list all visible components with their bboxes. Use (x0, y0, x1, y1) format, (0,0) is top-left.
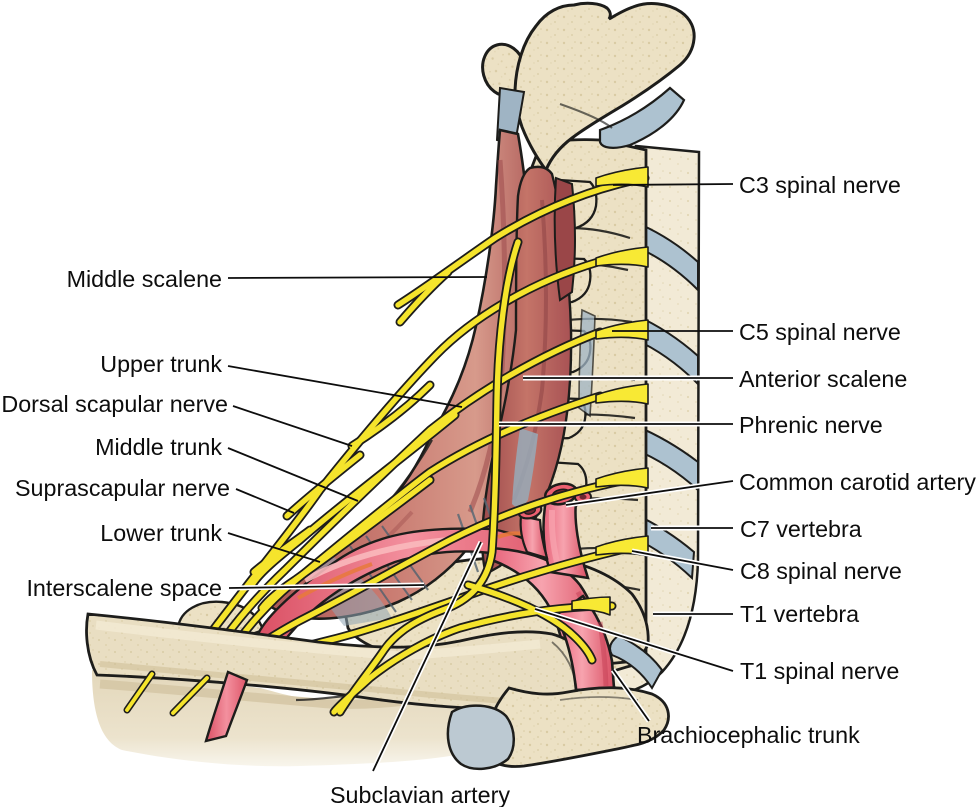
svg-text:C3 spinal nerve: C3 spinal nerve (739, 172, 901, 198)
svg-text:Lower trunk: Lower trunk (100, 520, 222, 546)
svg-text:Dorsal scapular nerve: Dorsal scapular nerve (1, 391, 228, 417)
svg-text:Brachiocephalic trunk: Brachiocephalic trunk (637, 722, 860, 748)
svg-text:Upper trunk: Upper trunk (100, 351, 222, 377)
svg-text:Middle scalene: Middle scalene (67, 266, 222, 292)
svg-text:Middle trunk: Middle trunk (95, 434, 222, 460)
svg-text:Subclavian artery: Subclavian artery (330, 782, 510, 807)
svg-text:Anterior scalene: Anterior scalene (739, 366, 907, 392)
svg-text:Phrenic nerve: Phrenic nerve (739, 412, 883, 438)
svg-text:Suprascapular nerve: Suprascapular nerve (15, 475, 230, 501)
svg-text:T1 spinal nerve: T1 spinal nerve (740, 658, 899, 684)
svg-text:T1 vertebra: T1 vertebra (740, 601, 859, 627)
svg-text:C7 vertebra: C7 vertebra (740, 516, 862, 542)
svg-text:C8 spinal nerve: C8 spinal nerve (740, 558, 902, 584)
svg-text:C5 spinal nerve: C5 spinal nerve (739, 319, 901, 345)
svg-text:Common carotid artery: Common carotid artery (739, 469, 976, 495)
svg-text:Interscalene space: Interscalene space (26, 575, 222, 601)
